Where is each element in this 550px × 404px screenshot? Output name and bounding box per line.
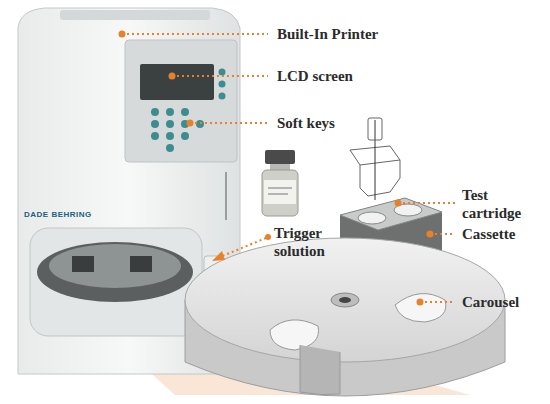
carousel-inner: [37, 242, 193, 302]
part-label: Built-In Printer: [277, 25, 437, 43]
printer-slot: [60, 10, 210, 20]
carousel-top: [49, 244, 181, 288]
carousel-opening: [30, 228, 202, 336]
part-label: Carousel: [462, 293, 547, 311]
brand-name: DADE BEHRING: [24, 210, 92, 219]
soft-keys: [151, 69, 226, 153]
part-label: Test cartridge: [462, 186, 542, 222]
part-label: Trigger solution: [274, 224, 344, 260]
part-label: Soft keys: [277, 114, 437, 132]
part-label: Cassette: [462, 225, 547, 243]
carousel: [185, 238, 505, 396]
lcd-screen: [140, 64, 214, 100]
front-panel: [125, 40, 237, 162]
card-slot: [225, 172, 227, 220]
leader-lines: [122, 34, 455, 302]
trigger-vial: [262, 150, 298, 216]
test-cartridge: [350, 118, 400, 200]
leader-dots: [119, 31, 434, 306]
part-label: LCD screen: [277, 67, 437, 85]
